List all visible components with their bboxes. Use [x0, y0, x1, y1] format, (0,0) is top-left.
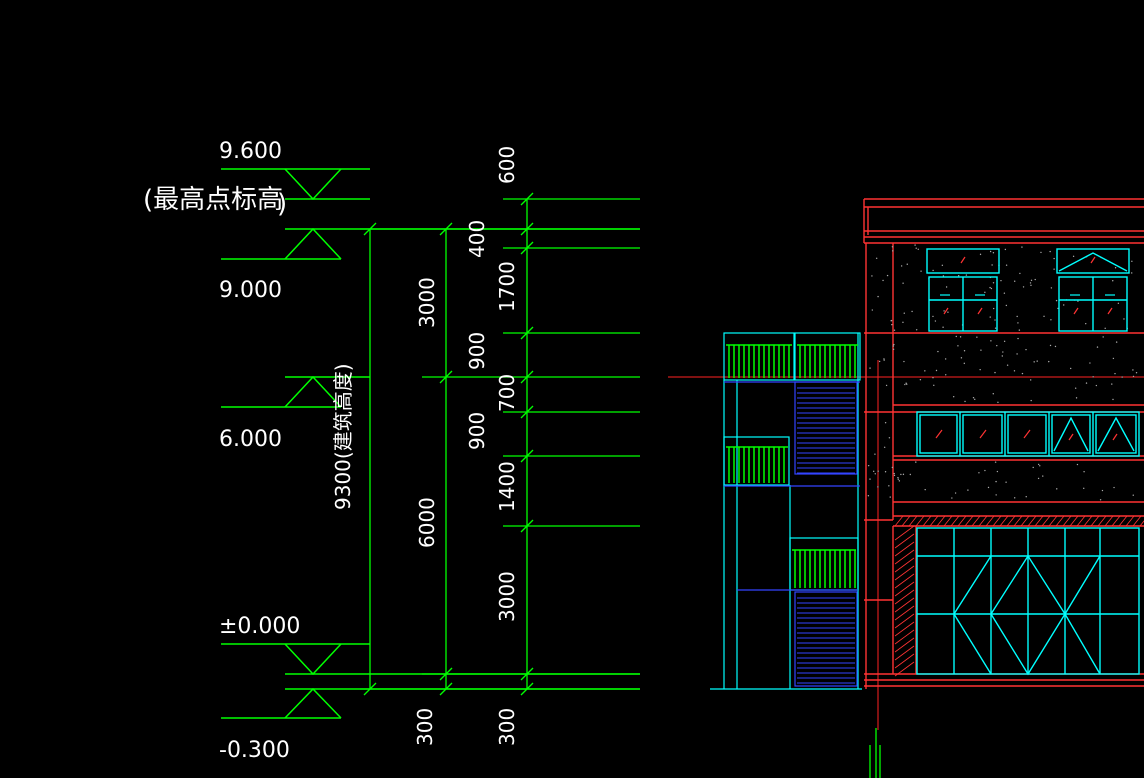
dim-col2-3000: 3000 — [495, 571, 519, 622]
dim-col2-300: 300 — [495, 708, 519, 746]
elevation-mark-second — [221, 375, 370, 408]
elevation-label-roof: 9.000 — [219, 278, 282, 303]
dim-col1-3000: 3000 — [415, 277, 439, 328]
ground-marks — [869, 728, 881, 778]
elevation-label-second: 6.000 — [219, 427, 282, 452]
dimension-lines — [360, 192, 640, 696]
dim-col2-400: 400 — [465, 220, 489, 258]
dim-col2-700: 700 — [495, 374, 519, 412]
elevation-mark-top — [221, 168, 370, 201]
dim-col1-300: 300 — [413, 708, 437, 746]
external-staircase — [710, 332, 862, 690]
top-elevation-note: (最高点标高 — [143, 185, 283, 215]
dim-col2-900-upper: 900 — [465, 332, 489, 370]
reference-lines — [668, 360, 1144, 730]
total-height-dimension: 9300(建筑高度) — [331, 363, 355, 510]
elevation-label-grade: -0.300 — [219, 738, 290, 763]
dim-col2-1400: 1400 — [495, 461, 519, 512]
building-facade — [863, 198, 1144, 689]
dim-col1-6000: 6000 — [415, 497, 439, 548]
elevation-label-ground: ±0.000 — [219, 614, 300, 639]
elevation-mark-roof — [221, 227, 640, 260]
elevation-mark-ground — [221, 643, 640, 676]
dim-col2-900-lower: 900 — [465, 412, 489, 450]
dim-col2-600: 600 — [495, 146, 519, 184]
top-elevation-note-close: ) — [277, 189, 287, 219]
elevation-label-top: 9.600 — [219, 139, 282, 164]
dim-col2-1700: 1700 — [495, 261, 519, 312]
